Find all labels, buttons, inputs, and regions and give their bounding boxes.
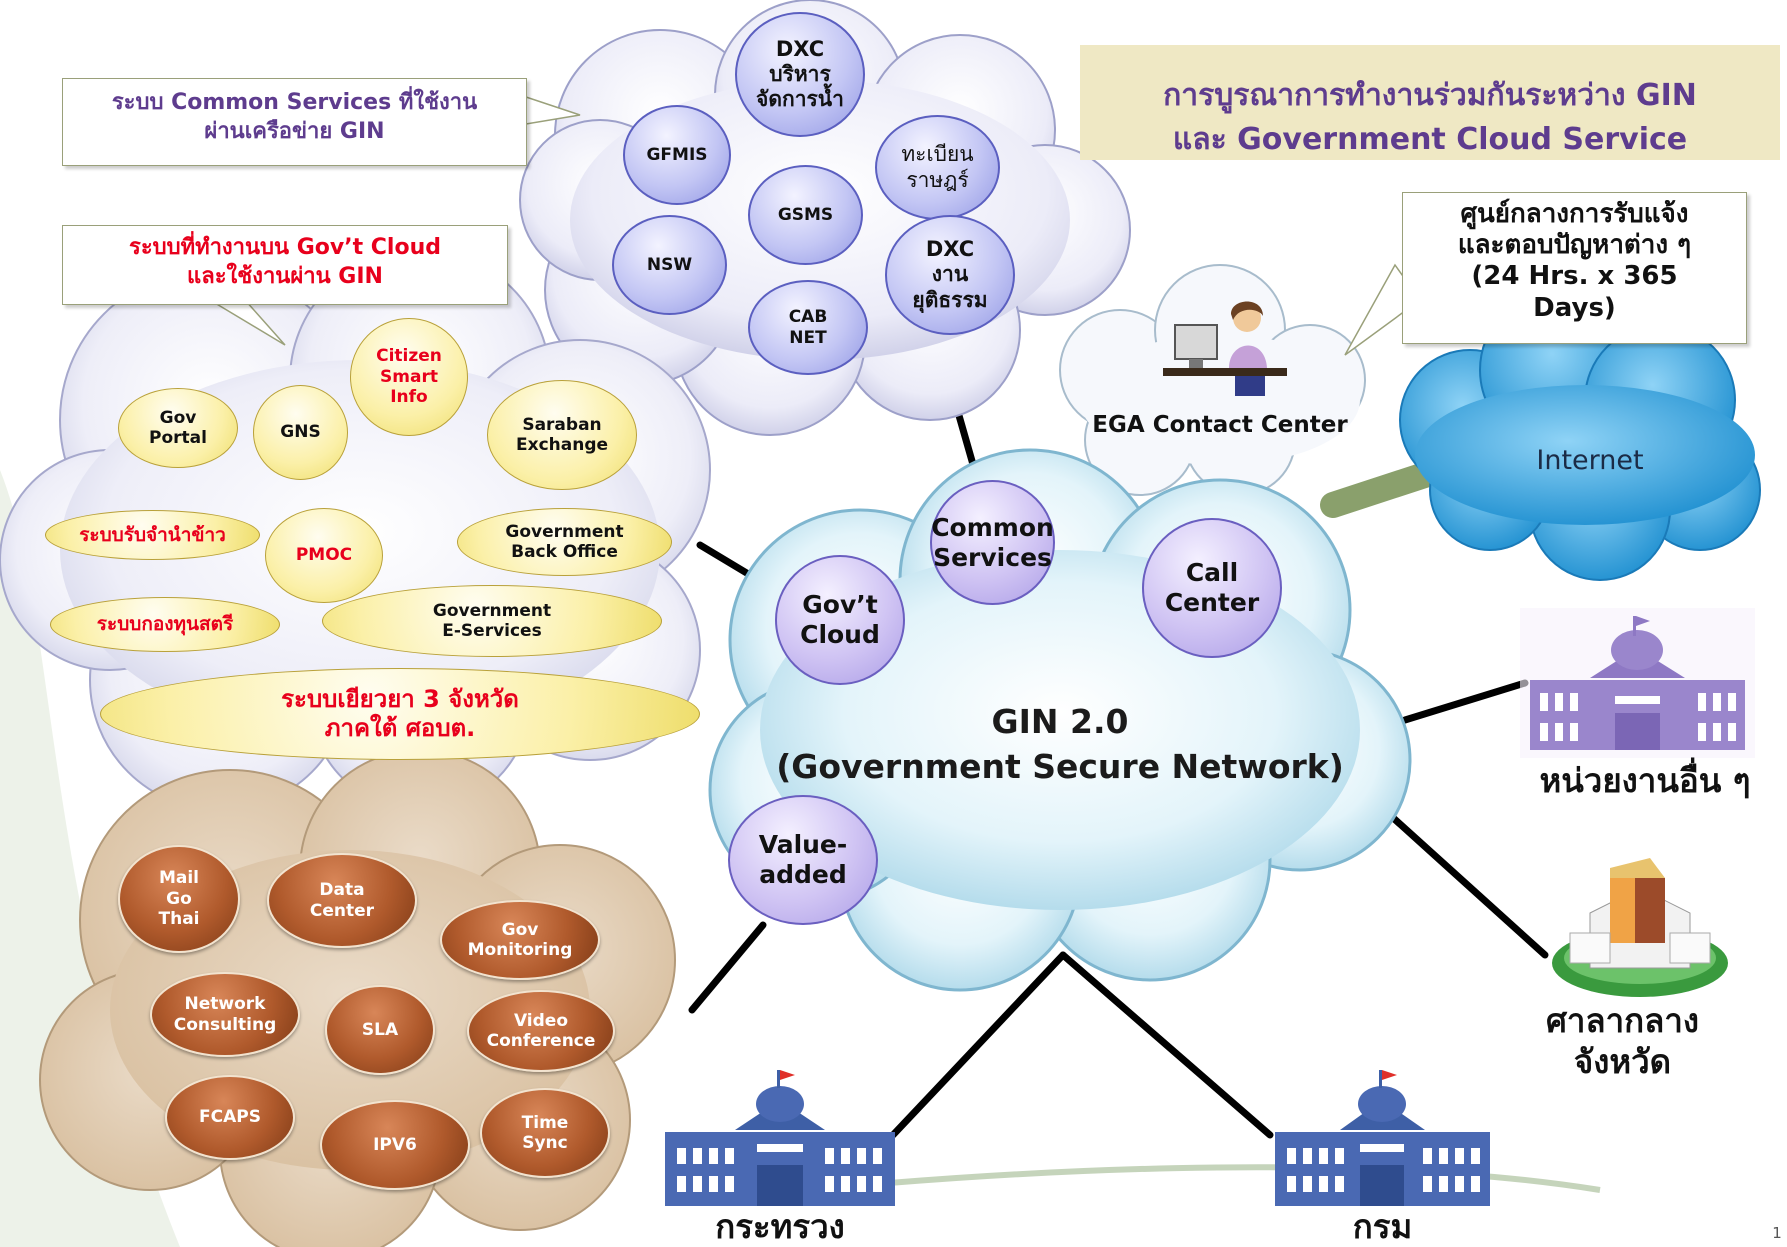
callout-govt-cloud: ระบบที่ทำงานบน Gov’t Cloud และใช้งานผ่าน…: [62, 225, 508, 305]
service-time-sync[interactable]: Time Sync: [480, 1088, 610, 1178]
title-box: [1080, 45, 1780, 160]
service-network-consulting[interactable]: Network Consulting: [150, 972, 300, 1057]
system-southern-relief[interactable]: ระบบเยียวยา 3 จังหวัด ภาคใต้ ศอบต.: [100, 668, 700, 760]
ega-contact-center-label: EGA Contact Center: [1092, 412, 1348, 438]
service-video-conference[interactable]: Video Conference: [467, 990, 615, 1072]
system-rice-pledging[interactable]: ระบบรับจำนำข้าว: [45, 510, 260, 560]
service-ipv6[interactable]: IPV6: [320, 1100, 470, 1190]
other-agencies-label: หน่วยงานอื่น ๆ: [1539, 761, 1751, 800]
service-gov-monitoring[interactable]: Gov Monitoring: [440, 900, 600, 980]
title-line1: การบูรณาการทำงานร่วมกันระหว่าง GIN: [1163, 78, 1697, 113]
internet-cloud: [1399, 289, 1761, 581]
service-cabnet[interactable]: CAB NET: [748, 280, 868, 375]
service-dxc-justice[interactable]: DXC งาน ยุติธรรม: [885, 215, 1015, 335]
service-gsms[interactable]: GSMS: [748, 165, 863, 265]
ministry-label: กระทรวง: [715, 1207, 845, 1246]
ministry-building-icon: [665, 1070, 895, 1206]
system-citizen-smart-info[interactable]: Citizen Smart Info: [350, 318, 468, 436]
service-sla[interactable]: SLA: [325, 985, 435, 1075]
gin-subtitle: (Government Secure Network): [776, 747, 1344, 786]
system-saraban-exchange[interactable]: Saraban Exchange: [487, 380, 637, 490]
department-label: กรม: [1352, 1207, 1413, 1246]
internet-label: Internet: [1536, 445, 1644, 476]
callout-contact-center: ศูนย์กลางการรับแจ้ง และตอบปัญหาต่าง ๆ (2…: [1402, 192, 1747, 344]
system-pmoc[interactable]: PMOC: [265, 508, 383, 603]
department-building-icon: [1275, 1070, 1490, 1206]
provincial-hall-label: ศาลากลาง จังหวัด: [1545, 1001, 1700, 1082]
contact-agent-icon: [1163, 301, 1287, 396]
system-gns[interactable]: GNS: [253, 385, 348, 480]
internet-link: [1320, 457, 1453, 518]
hub-common-services[interactable]: Common Services: [930, 480, 1055, 605]
hub-call-center[interactable]: Call Center: [1142, 518, 1282, 658]
hub-govt-cloud[interactable]: Gov’t Cloud: [775, 555, 905, 685]
other-agencies-building-icon: [1520, 608, 1755, 758]
system-gov-portal[interactable]: Gov Portal: [118, 388, 238, 468]
gin-title: GIN 2.0: [991, 702, 1129, 741]
system-government-e-services[interactable]: Government E-Services: [322, 585, 662, 657]
system-women-fund[interactable]: ระบบกองทุนสตรี: [50, 597, 280, 652]
service-gfmis[interactable]: GFMIS: [623, 105, 731, 205]
system-government-back-office[interactable]: Government Back Office: [457, 508, 672, 576]
gin-cloud: [708, 448, 1412, 992]
service-fcaps[interactable]: FCAPS: [165, 1075, 295, 1160]
service-mail-go-thai[interactable]: Mail Go Thai: [118, 845, 240, 953]
service-registry[interactable]: ทะเบียน ราษฎร์: [875, 115, 1000, 220]
page-number: 1: [1772, 1224, 1782, 1242]
service-data-center[interactable]: Data Center: [267, 853, 417, 948]
title-line2: และ Government Cloud Service: [1172, 122, 1688, 157]
callout-common-services: ระบบ Common Services ที่ใช้งาน ผ่านเครือ…: [62, 78, 527, 166]
provincial-hall-icon: [1552, 858, 1728, 997]
hub-value-added[interactable]: Value- added: [728, 795, 878, 925]
service-nsw[interactable]: NSW: [612, 215, 727, 315]
service-dxc-water[interactable]: DXC บริหาร จัดการน้ำ: [735, 12, 865, 137]
